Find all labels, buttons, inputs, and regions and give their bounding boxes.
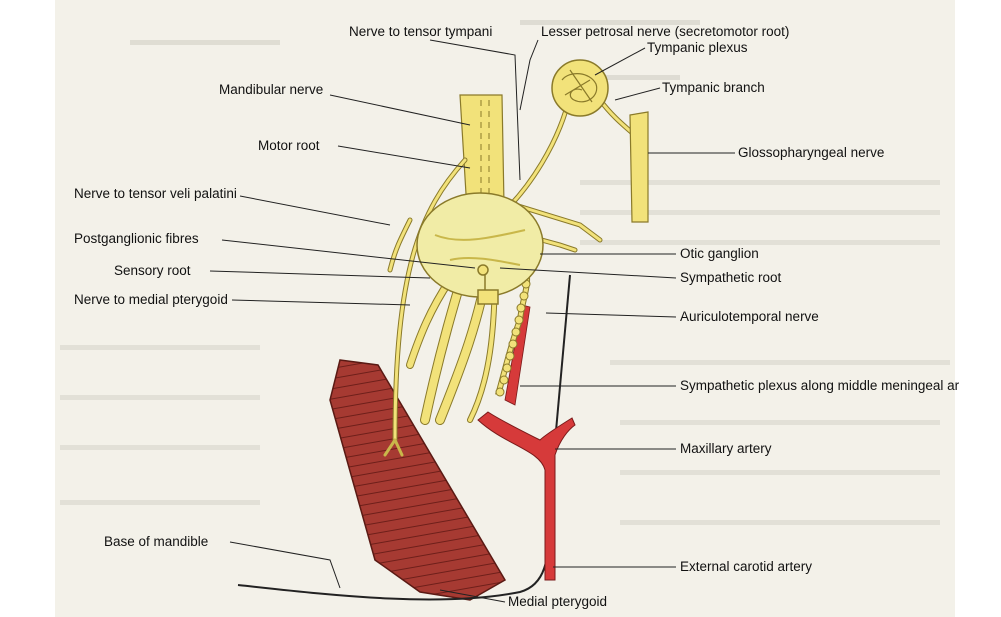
label-medial-pterygoid: Medial pterygoid <box>508 594 607 609</box>
label-base-of-mandible: Base of mandible <box>104 534 208 549</box>
label-nerve-to-medial-pterygoid: Nerve to medial pterygoid <box>74 292 228 307</box>
otic-ganglion <box>417 193 543 297</box>
label-tympanic-plexus: Tympanic plexus <box>647 40 748 55</box>
label-mandibular-nerve: Mandibular nerve <box>219 82 323 97</box>
label-sensory-root: Sensory root <box>114 263 191 278</box>
external-carotid-artery <box>478 412 575 580</box>
tympanic-plexus <box>552 60 608 116</box>
label-motor-root: Motor root <box>258 138 320 153</box>
label-nerve-to-tensor-tympani: Nerve to tensor tympani <box>349 24 492 39</box>
label-glossopharyngeal-nerve: Glossopharyngeal nerve <box>738 145 884 160</box>
label-otic-ganglion: Otic ganglion <box>680 246 759 261</box>
label-maxillary-artery: Maxillary artery <box>680 441 772 456</box>
label-lesser-petrosal-nerve: Lesser petrosal nerve (secretomotor root… <box>541 24 789 39</box>
label-external-carotid-artery: External carotid artery <box>680 559 812 574</box>
label-postganglionic-fibres: Postganglionic fibres <box>74 231 199 246</box>
label-sympathetic-plexus: Sympathetic plexus along middle meningea… <box>680 378 960 393</box>
label-nerve-to-tensor-veli-palatini: Nerve to tensor veli palatini <box>74 186 237 201</box>
glossopharyngeal-nerve <box>630 112 648 222</box>
label-sympathetic-root: Sympathetic root <box>680 270 782 285</box>
label-tympanic-branch: Tympanic branch <box>662 80 765 95</box>
label-auriculotemporal-nerve: Auriculotemporal nerve <box>680 309 819 324</box>
